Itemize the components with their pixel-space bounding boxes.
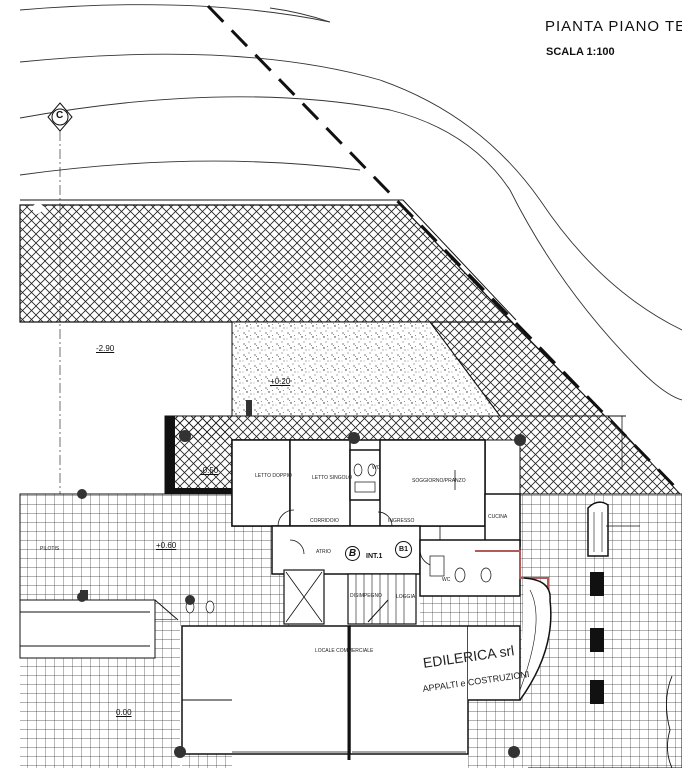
room-soggiorno: SOGGIORNO/PRANZO xyxy=(412,478,466,484)
fixtures xyxy=(185,463,492,614)
stairwell xyxy=(283,569,417,625)
elevation-minus-2-90: -2.90 xyxy=(96,344,115,353)
terrain-contours xyxy=(19,4,682,401)
room-wc-2: WC xyxy=(442,577,451,583)
room-wc: WC xyxy=(372,465,381,471)
upper-terrace-hatch xyxy=(19,204,514,323)
room-ingresso: INGRESSO xyxy=(388,518,415,524)
apartment xyxy=(231,439,521,597)
property-boundary xyxy=(206,4,682,494)
right-stair xyxy=(587,501,609,557)
room-atrio: ATRIO xyxy=(316,549,331,555)
ramp xyxy=(19,599,179,659)
area-pilotis: PILOTIS xyxy=(40,546,60,552)
block-marker: B xyxy=(345,546,360,561)
elevation-plus-0-60: +0.60 xyxy=(156,541,177,550)
commercial-space xyxy=(181,625,521,755)
room-locale-commerciale: LOCALE COMMERCIALE xyxy=(315,648,374,654)
room-letto-doppio: LETTO DOPPIO xyxy=(255,473,292,479)
drawing-title: PIANTA PIANO TER xyxy=(545,18,682,35)
unit-int: INT.1 xyxy=(366,553,383,560)
room-disimpegno: DISIMPEGNO xyxy=(350,593,382,599)
room-corridoio: CORRIDOIO xyxy=(310,518,339,524)
elevation-0-00: 0.00 xyxy=(116,708,132,717)
room-letto-singolo: LETTO SINGOLO xyxy=(312,475,353,481)
unit-code: B1 xyxy=(395,541,412,558)
room-loggia: LOGGIA xyxy=(396,594,416,600)
drawing-scale: SCALA 1:100 xyxy=(546,46,615,58)
elevation-minus-0-50: -0.50 xyxy=(200,466,219,475)
axis-marker-label: C xyxy=(56,110,64,121)
room-cucina: CUCINA xyxy=(488,514,508,520)
elevation-plus-0-20: +0.20 xyxy=(270,377,291,386)
columns xyxy=(77,400,526,758)
